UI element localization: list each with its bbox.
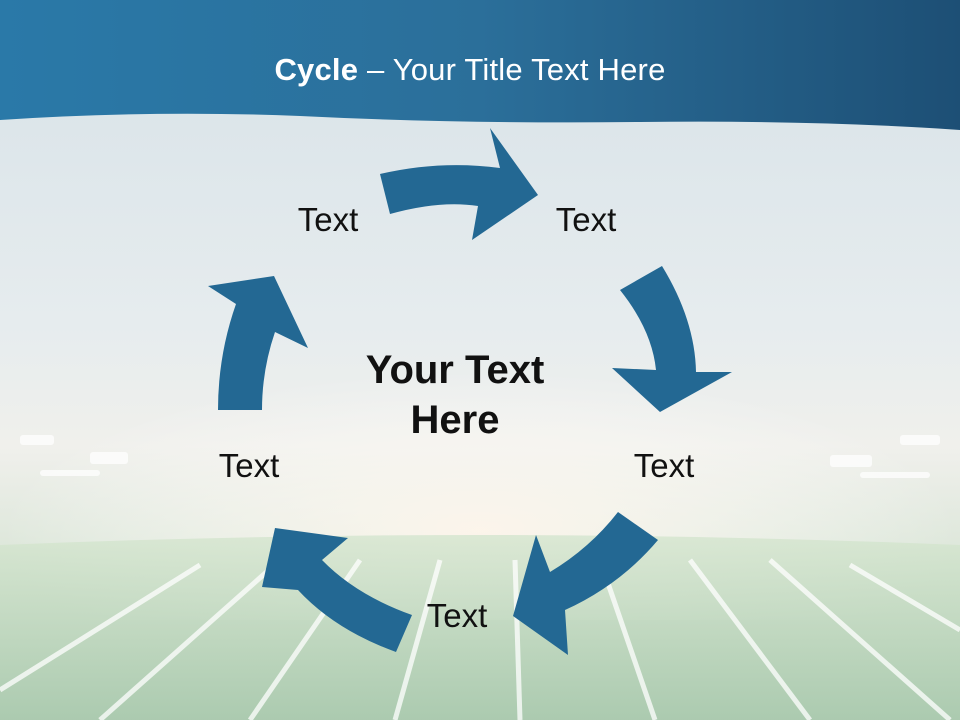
cycle-arrow-left [208,276,308,410]
center-text: Your Text Here [366,345,545,445]
center-text-line-1: Your Text [365,348,545,392]
title-bold: Cycle [274,52,359,87]
cycle-arrow-bottom-left [262,528,412,652]
node-label-top-left: Text [297,201,359,238]
center-text-line-2: Here [410,398,500,442]
cycle-arrow-top [380,128,538,240]
title-rest: – Your Title Text Here [358,52,666,87]
node-label-bottom: Text [426,597,488,634]
node-label-right: Text [633,447,695,484]
cycle-arrow-bottom-right [513,512,658,655]
stadium-lights [20,435,940,478]
title-band [0,0,960,130]
field-lines [0,558,960,720]
node-label-top-right: Text [555,201,617,238]
node-label-left: Text [218,447,280,484]
cycle-arrow-right [612,266,732,412]
slide-title: Cycle – Your Title Text Here [0,52,940,88]
